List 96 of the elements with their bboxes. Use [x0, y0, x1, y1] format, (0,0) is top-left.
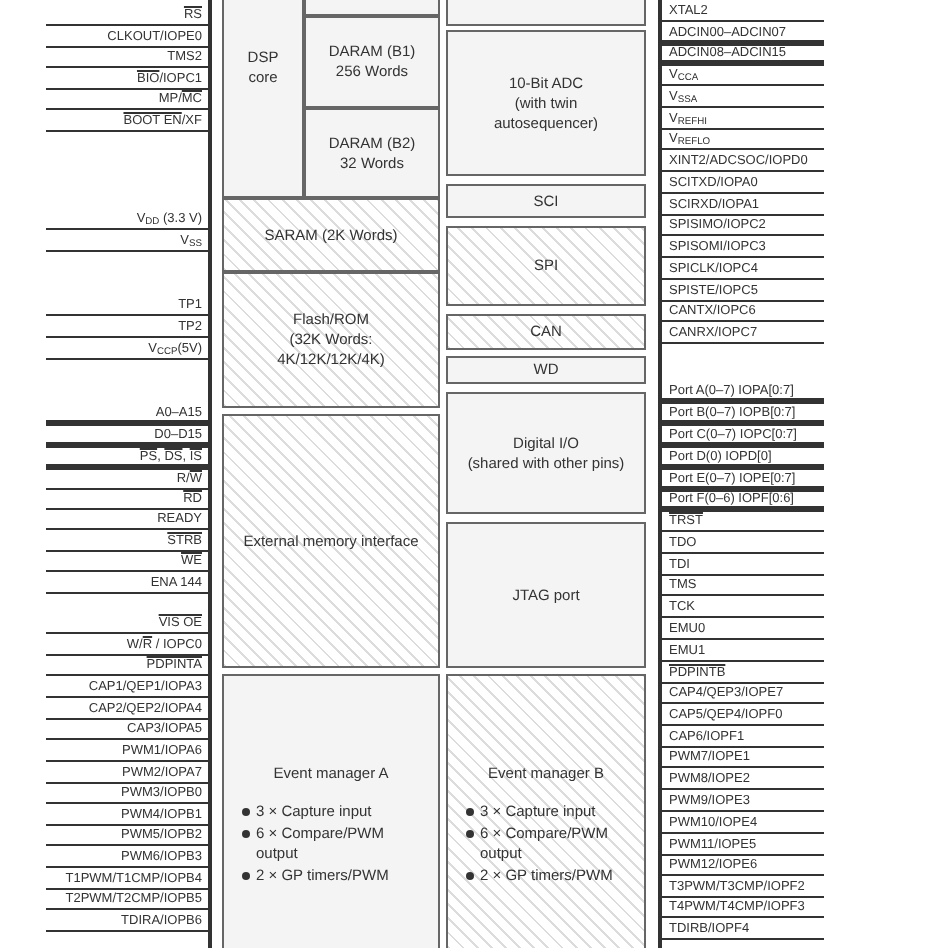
pin-line: [45, 908, 209, 910]
pin-line: [45, 228, 209, 230]
pin-line: [660, 320, 825, 322]
module-block: [222, 674, 440, 948]
pin-line: [660, 234, 825, 236]
pin-line: [45, 488, 209, 490]
bus-line: [46, 464, 208, 470]
pin-line: [660, 128, 825, 130]
pin-line: [45, 718, 209, 720]
pin-line: [45, 550, 209, 552]
pin-line: [660, 278, 825, 280]
pin-line: [660, 552, 825, 554]
pin-line: [660, 84, 825, 86]
pin-line: [45, 824, 209, 826]
pin-line: [45, 250, 209, 252]
pin-line: [660, 594, 825, 596]
pin-line: [45, 888, 209, 890]
pin-line: [45, 696, 209, 698]
pin-line: [660, 300, 825, 302]
pin-line: [45, 314, 209, 316]
memory-block: [304, 108, 440, 198]
pin-line: [45, 844, 209, 846]
pin-line: [660, 702, 825, 704]
pin-line: [660, 170, 825, 172]
bus-line: [661, 420, 824, 426]
bus-line: [661, 60, 824, 66]
module-block: [446, 392, 646, 514]
core-block: [222, 0, 304, 198]
pin-line: [45, 632, 209, 634]
memory-block: [304, 16, 440, 108]
module-block: [446, 30, 646, 176]
pin-line: [45, 738, 209, 740]
pin-line: [660, 810, 825, 812]
pin-line: [45, 592, 209, 594]
empty-block: [304, 0, 440, 16]
module-block: [446, 356, 646, 384]
pin-line: [660, 660, 825, 662]
bus-line: [46, 442, 208, 448]
pin-line: [660, 574, 825, 576]
pin-line: [45, 528, 209, 530]
pin-line: [45, 88, 209, 90]
pin-line: [660, 874, 825, 876]
pin-line: [660, 192, 825, 194]
pin-line: [45, 674, 209, 676]
pin-line: [660, 638, 825, 640]
pin-line: [660, 342, 825, 344]
chip-edge-bar: [658, 0, 661, 948]
pin-line: [660, 896, 825, 898]
bus-line: [661, 398, 824, 404]
pin-line: [660, 916, 825, 918]
memory-block: [222, 272, 440, 408]
pin-line: [660, 20, 825, 22]
pin-line: [45, 336, 209, 338]
bus-line: [661, 506, 824, 512]
memory-block: [222, 198, 440, 272]
module-block: [446, 184, 646, 218]
bus-line: [661, 486, 824, 492]
pin-line: [660, 530, 825, 532]
pin-line: [660, 832, 825, 834]
pin-line: [660, 256, 825, 258]
pin-line: [660, 938, 825, 940]
bus-line: [661, 40, 824, 46]
pin-line: [660, 724, 825, 726]
pin-line: [45, 508, 209, 510]
pin-line: [660, 746, 825, 748]
pin-line: [45, 866, 209, 868]
pin-line: [660, 148, 825, 150]
module-block: [446, 314, 646, 350]
bus-line: [661, 442, 824, 448]
bus-line: [46, 420, 208, 426]
pin-line: [45, 782, 209, 784]
pin-line: [45, 760, 209, 762]
pin-line: [45, 570, 209, 572]
pin-line: [45, 130, 209, 132]
pin-line: [660, 766, 825, 768]
pin-line: [660, 788, 825, 790]
interface-block: [222, 414, 440, 668]
pin-line: [45, 108, 209, 110]
empty-block: [446, 0, 646, 26]
module-block: [446, 522, 646, 668]
pin-line: [660, 214, 825, 216]
pin-line: [45, 654, 209, 656]
module-block: [446, 674, 646, 948]
pin-line: [45, 930, 209, 932]
pin-line: [45, 358, 209, 360]
module-block: [446, 226, 646, 306]
pin-line: [660, 854, 825, 856]
pin-line: [660, 616, 825, 618]
pin-line: [660, 106, 825, 108]
pin-line: [45, 66, 209, 68]
chip-edge-bar: [208, 0, 212, 948]
pin-line: [45, 802, 209, 804]
pin-line: [660, 682, 825, 684]
bus-line: [661, 464, 824, 470]
pin-line: [45, 24, 209, 26]
pin-line: [45, 46, 209, 48]
